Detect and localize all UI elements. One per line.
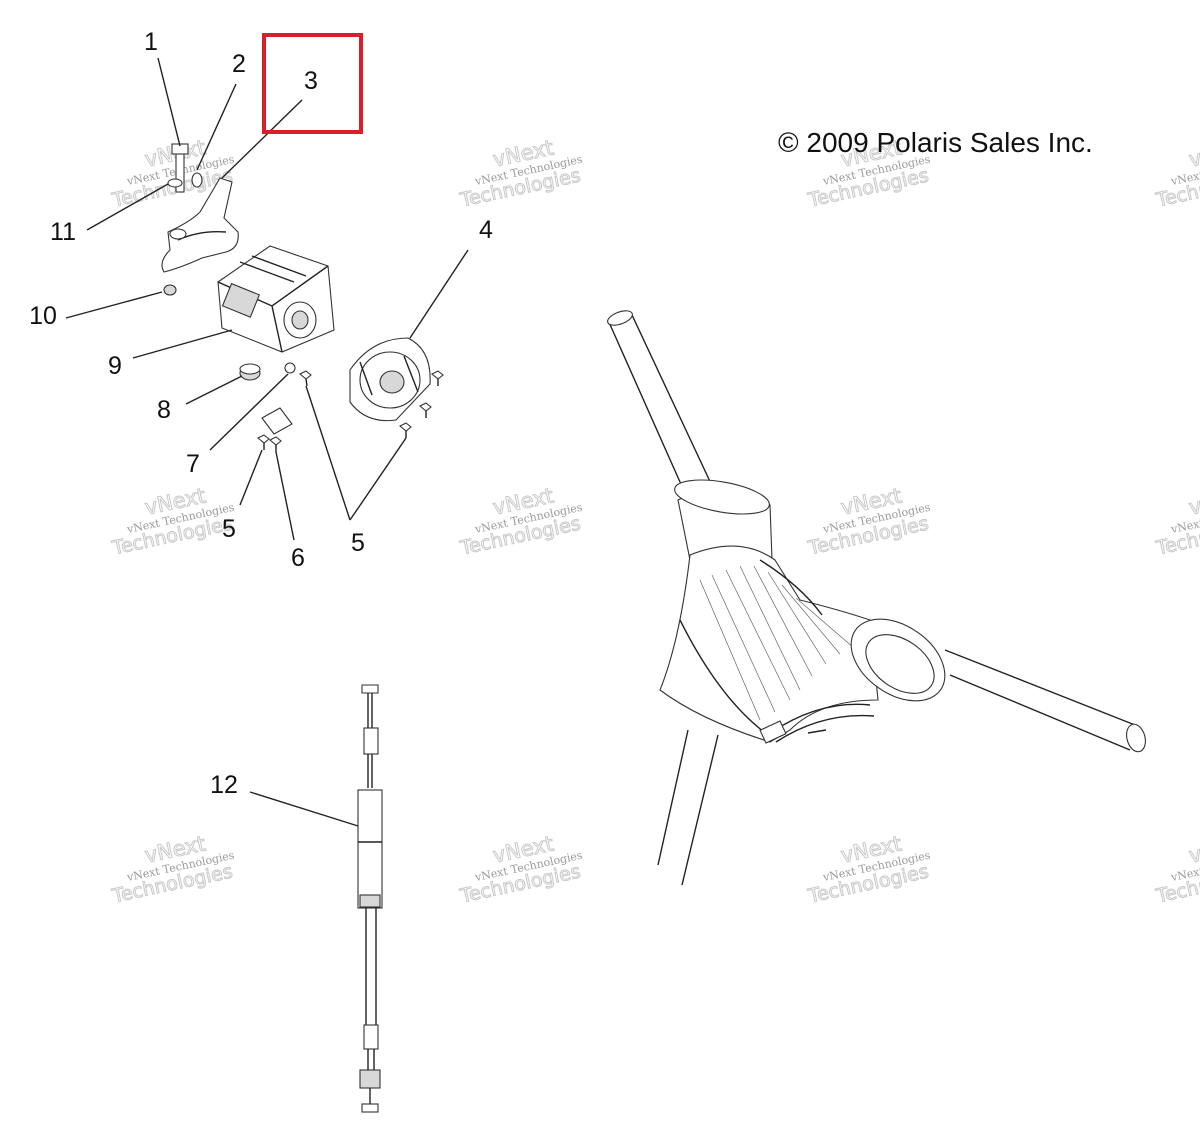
watermark-brand: vNext: [1187, 832, 1200, 868]
handlebar-assembly: [607, 310, 1146, 886]
exploded-parts: [161, 143, 444, 1113]
callout-3[interactable]: 3: [304, 67, 318, 95]
callout-10[interactable]: 10: [29, 302, 57, 330]
highlight-box: [262, 33, 363, 134]
grommet-part-8: [239, 363, 261, 381]
callout-12[interactable]: 12: [210, 771, 238, 799]
callout-9[interactable]: 9: [108, 352, 122, 380]
callout-1[interactable]: 1: [144, 28, 158, 56]
callout-8[interactable]: 8: [157, 396, 171, 424]
bracket-part-3: [161, 177, 239, 273]
callout-7[interactable]: 7: [186, 450, 200, 478]
ring-part-2: [191, 172, 203, 188]
cover-part-4: [349, 337, 431, 422]
callout-labels: 1 2 3 4 5 5 6 7 8 9 10 11 12: [29, 28, 493, 799]
washer-part-11: [167, 178, 183, 188]
washer-part-7: [284, 362, 296, 374]
callout-5-right[interactable]: 5: [351, 529, 365, 557]
watermark-brand: vNext: [1187, 484, 1200, 520]
leader-lines: [65, 57, 469, 827]
callout-5-left[interactable]: 5: [222, 515, 236, 543]
callout-11[interactable]: 11: [50, 218, 76, 246]
watermark-brand: vNext: [1187, 136, 1200, 172]
copyright-notice: © 2009 Polaris Sales Inc.: [778, 127, 1093, 158]
callout-4[interactable]: 4: [479, 216, 493, 244]
callout-6[interactable]: 6: [291, 544, 305, 572]
callout-2[interactable]: 2: [232, 50, 246, 78]
nut-part-10: [163, 284, 177, 296]
cable-part-12: [357, 684, 383, 1113]
screws-part-5: [257, 370, 444, 450]
plate-part-6: [261, 407, 293, 452]
housing-part-9: [217, 245, 335, 353]
